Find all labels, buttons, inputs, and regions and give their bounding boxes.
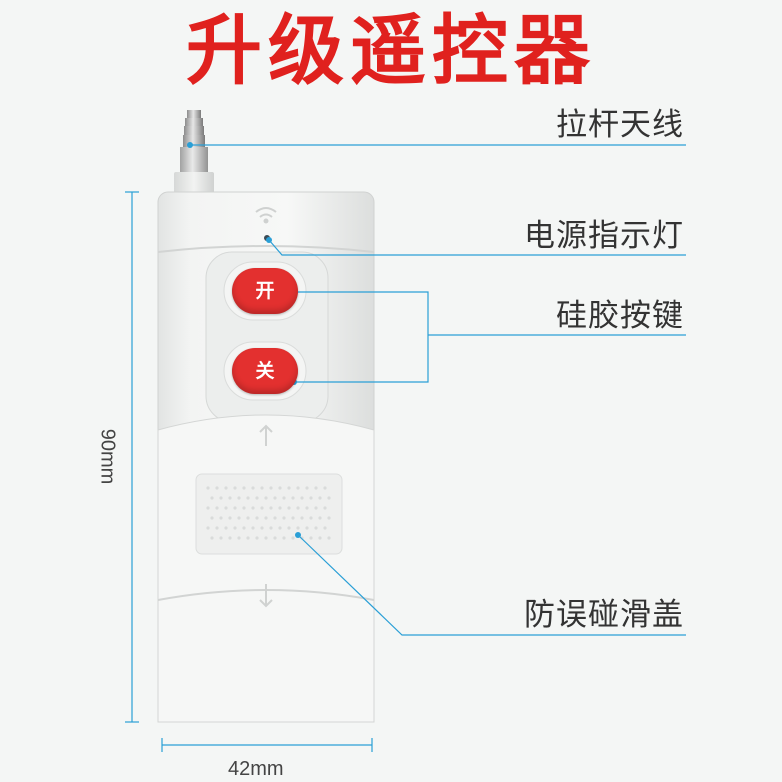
indicator-label: 电源指示灯 [524,218,684,254]
on-button[interactable]: 开 [232,268,298,314]
antenna [174,110,214,194]
antenna-label: 拉杆天线 [556,107,684,143]
off-button[interactable]: 关 [232,348,298,394]
grip-texture [206,486,331,540]
height-dimension-label: 90mm [96,428,119,485]
down-arrow-icon [259,584,273,608]
height-dimension-line [125,191,139,723]
remote-body [157,191,375,723]
up-arrow-icon [259,424,273,446]
width-dimension-line [161,738,373,752]
buttons-label: 硅胶按键 [556,298,684,334]
width-dimension-label: 42mm [228,758,284,780]
page-title: 升级遥控器 [186,6,596,95]
cover-label: 防误碰滑盖 [524,597,684,633]
wifi-signal-icon [255,207,277,224]
leader-lines [190,144,686,636]
